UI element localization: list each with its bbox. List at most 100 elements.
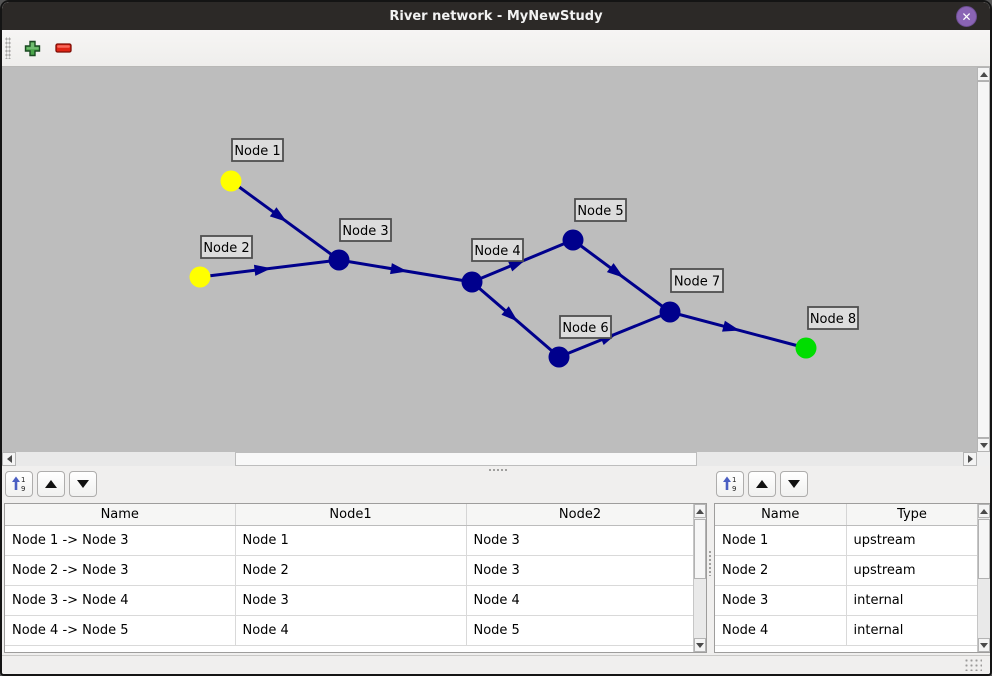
table-cell[interactable]: Node 5 bbox=[466, 615, 695, 646]
node-label[interactable]: Node 2 bbox=[200, 235, 253, 259]
svg-text:9: 9 bbox=[21, 485, 25, 493]
table-cell[interactable]: upstream bbox=[846, 525, 979, 556]
table-cell[interactable]: Node 2 -> Node 3 bbox=[5, 555, 236, 586]
table-cell[interactable]: Node 1 bbox=[235, 525, 467, 556]
arrow-down-icon bbox=[979, 442, 988, 448]
node-label[interactable]: Node 4 bbox=[471, 238, 524, 262]
nodes-sort-button[interactable]: 1 9 bbox=[716, 471, 744, 497]
table-cell[interactable]: Node 3 bbox=[466, 555, 695, 586]
river-network-canvas[interactable]: Node 1 Node 2 Node 3 Node 4 Node 5 Node 6 Node… bbox=[2, 67, 977, 452]
node-label[interactable]: Node 6 bbox=[559, 315, 612, 339]
table-cell[interactable]: Node 4 -> Node 5 bbox=[5, 615, 236, 646]
svg-text:Node 1: Node 1 bbox=[234, 144, 280, 159]
table-cell[interactable]: Node 2 bbox=[715, 555, 847, 586]
node-label[interactable]: Node 1 bbox=[231, 138, 284, 162]
scrollbar-thumb[interactable] bbox=[694, 519, 706, 579]
title-bar[interactable]: River network - MyNewStudy ✕ bbox=[2, 2, 990, 30]
scroll-left-button[interactable] bbox=[2, 452, 16, 466]
canvas-vertical-scrollbar[interactable] bbox=[977, 67, 990, 452]
table-cell[interactable]: Node 3 -> Node 4 bbox=[5, 585, 236, 616]
scroll-down-button[interactable] bbox=[978, 638, 990, 652]
table-cell[interactable]: Node 2 bbox=[235, 555, 467, 586]
scroll-down-button[interactable] bbox=[694, 638, 706, 652]
splitter-handle[interactable] bbox=[488, 468, 508, 472]
reaches-move-down-button[interactable] bbox=[69, 471, 97, 497]
table-cell[interactable]: internal bbox=[846, 585, 979, 616]
table-cell[interactable]: Node 4 bbox=[235, 615, 467, 646]
column-header[interactable]: Type bbox=[846, 504, 979, 526]
h-scrollbar-thumb[interactable] bbox=[235, 452, 697, 466]
table-cell[interactable]: Node 3 bbox=[235, 585, 467, 616]
flow-arrow-icon bbox=[390, 263, 408, 275]
svg-text:1: 1 bbox=[21, 476, 25, 484]
river-node[interactable] bbox=[659, 301, 681, 323]
scroll-up-button[interactable] bbox=[694, 504, 706, 518]
table-cell[interactable]: internal bbox=[846, 615, 979, 646]
nodes-move-down-button[interactable] bbox=[780, 471, 808, 497]
red-minus-icon bbox=[55, 43, 72, 53]
scrollbar-corner bbox=[977, 452, 990, 466]
svg-text:Node 5: Node 5 bbox=[577, 204, 623, 219]
panel-splitter-handle[interactable] bbox=[708, 550, 713, 576]
reaches-sort-button[interactable]: 1 9 bbox=[5, 471, 33, 497]
scroll-right-button[interactable] bbox=[963, 452, 977, 466]
river-node[interactable] bbox=[795, 337, 817, 359]
toolbar-drag-handle[interactable] bbox=[5, 37, 11, 59]
node-label[interactable]: Node 3 bbox=[339, 218, 392, 242]
table-cell[interactable]: Node 1 bbox=[715, 525, 847, 556]
column-header[interactable]: Node1 bbox=[235, 504, 467, 526]
node-label[interactable]: Node 7 bbox=[670, 268, 724, 293]
table-cell[interactable]: upstream bbox=[846, 555, 979, 586]
table-cell[interactable]: Node 1 -> Node 3 bbox=[5, 525, 236, 556]
reaches-move-up-button[interactable] bbox=[37, 471, 65, 497]
table-cell[interactable]: Node 3 bbox=[466, 525, 695, 556]
column-header[interactable]: Name bbox=[715, 504, 847, 526]
add-node-button[interactable] bbox=[20, 36, 44, 60]
status-bar bbox=[2, 655, 990, 674]
resize-grip[interactable] bbox=[964, 658, 982, 671]
arrow-down-icon bbox=[696, 642, 704, 648]
scrollbar-thumb[interactable] bbox=[978, 519, 990, 579]
table-cell[interactable]: Node 4 bbox=[466, 585, 695, 616]
canvas-horizontal-scrollbar[interactable] bbox=[2, 452, 977, 466]
table-cell[interactable]: Node 3 bbox=[715, 585, 847, 616]
v-scrollbar-thumb[interactable] bbox=[977, 81, 990, 438]
river-node[interactable] bbox=[548, 346, 570, 368]
svg-text:9: 9 bbox=[732, 485, 736, 493]
river-node[interactable] bbox=[562, 229, 584, 251]
nodes-table-scrollbar[interactable] bbox=[977, 504, 990, 652]
river-node[interactable] bbox=[220, 170, 242, 192]
close-button[interactable]: ✕ bbox=[956, 6, 977, 27]
river-node[interactable] bbox=[461, 271, 483, 293]
scroll-down-button[interactable] bbox=[977, 438, 990, 452]
river-node[interactable] bbox=[189, 266, 211, 288]
table-cell[interactable]: Node 4 bbox=[715, 615, 847, 646]
reaches-table-scrollbar[interactable] bbox=[693, 504, 706, 652]
scroll-up-button[interactable] bbox=[978, 504, 990, 518]
flow-arrow-icon bbox=[253, 264, 272, 276]
node-label[interactable]: Node 5 bbox=[574, 198, 627, 222]
arrow-up-icon bbox=[980, 508, 988, 514]
node-label[interactable]: Node 8 bbox=[807, 306, 859, 330]
svg-text:1: 1 bbox=[732, 476, 736, 484]
scroll-up-button[interactable] bbox=[977, 67, 990, 81]
column-header[interactable]: Name bbox=[5, 504, 236, 526]
remove-node-button[interactable] bbox=[52, 36, 76, 60]
river-node[interactable] bbox=[328, 249, 350, 271]
nodes-move-up-button[interactable] bbox=[748, 471, 776, 497]
arrow-up-icon bbox=[979, 71, 988, 77]
close-icon: ✕ bbox=[961, 9, 972, 24]
column-header[interactable]: Node2 bbox=[466, 504, 695, 526]
